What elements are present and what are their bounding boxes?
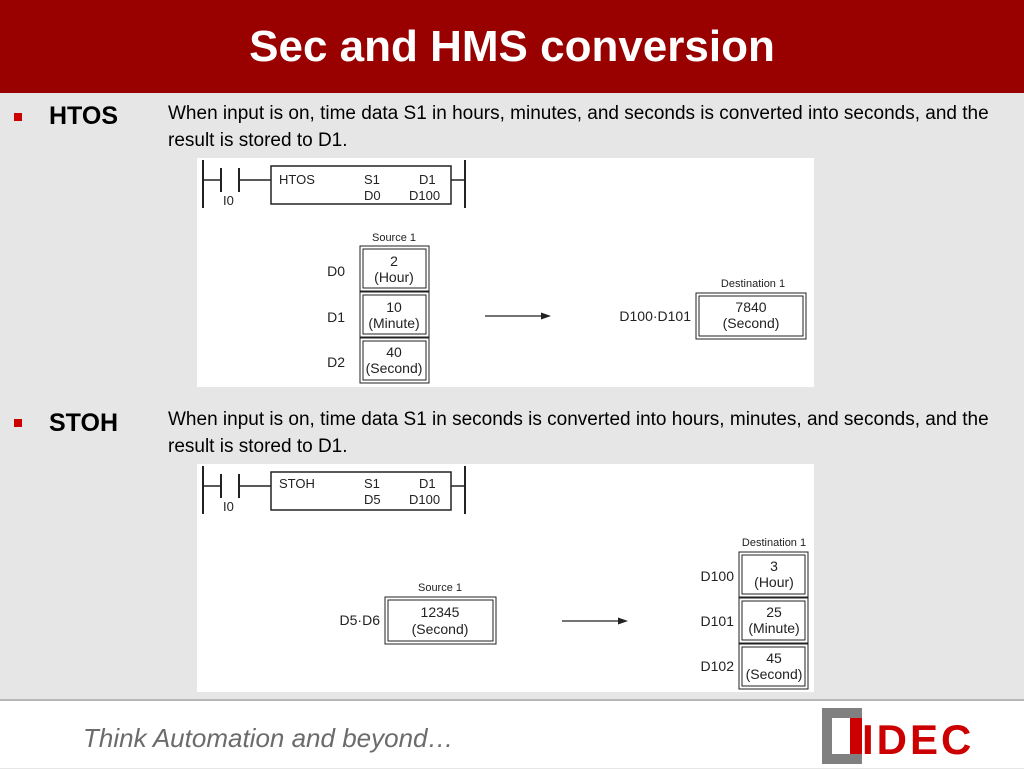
stoh-ladder-s1-value: D5 [364, 492, 381, 507]
htos-destination-title: Destination 1 [721, 278, 785, 290]
svg-text:3: 3 [770, 558, 778, 574]
stoh-arrow-icon [562, 617, 628, 625]
svg-text:D0: D0 [327, 263, 345, 279]
htos-destination-row: D100·D101 7840 (Second) [619, 292, 807, 340]
svg-text:D1: D1 [327, 309, 345, 325]
svg-text:(Second): (Second) [723, 315, 780, 331]
svg-text:45: 45 [766, 650, 782, 666]
bullet-square-icon [14, 113, 22, 121]
stoh-destination-row: D100 3 (Hour) [701, 551, 809, 598]
svg-text:2: 2 [390, 253, 398, 269]
stoh-ladder: I0 STOH S1 D1 D5 D100 [202, 466, 466, 514]
footer-tagline: Think Automation and beyond… [83, 723, 454, 753]
svg-text:(Second): (Second) [366, 360, 423, 376]
stoh-destination-title: Destination 1 [742, 537, 806, 549]
htos-ladder-instruction: HTOS [279, 172, 315, 187]
svg-text:D102: D102 [701, 658, 735, 674]
section-description-stoh: When input is on, time data S1 in second… [168, 409, 989, 457]
htos-source-row: D2 40 (Second) [327, 337, 430, 384]
stoh-ladder-instruction: STOH [279, 476, 315, 491]
svg-text:7840: 7840 [735, 299, 766, 315]
htos-ladder-s1-header: S1 [364, 172, 380, 187]
title-bar [0, 0, 1024, 93]
htos-ladder-d1-value: D100 [409, 188, 440, 203]
svg-text:(Minute): (Minute) [748, 620, 799, 636]
stoh-ladder-input: I0 [223, 499, 234, 514]
stoh-source-row: D5·D6 12345 (Second) [340, 596, 497, 645]
htos-ladder: I0 HTOS S1 D1 D0 D100 [202, 160, 466, 208]
section-label-stoh: STOH [49, 409, 118, 437]
svg-text:40: 40 [386, 344, 402, 360]
svg-text:(Minute): (Minute) [368, 315, 419, 331]
stoh-ladder-s1-header: S1 [364, 476, 380, 491]
svg-text:25: 25 [766, 604, 782, 620]
svg-text:(Hour): (Hour) [754, 574, 794, 590]
stoh-diagram: I0 STOH S1 D1 D5 D100 Source 1 D5·D6 123… [197, 464, 814, 692]
idec-logo: IDEC [822, 708, 982, 764]
svg-text:12345: 12345 [421, 604, 460, 620]
htos-ladder-input: I0 [223, 193, 234, 208]
htos-source-row: D1 10 (Minute) [327, 291, 430, 338]
idec-logo-mark-icon [822, 708, 862, 764]
slide-title: Sec and HMS conversion [249, 22, 775, 71]
svg-text:D2: D2 [327, 354, 345, 370]
svg-text:(Hour): (Hour) [374, 269, 414, 285]
htos-diagram: I0 HTOS S1 D1 D0 D100 Source 1 D0 2 (Hou… [197, 158, 814, 387]
svg-text:D100: D100 [701, 568, 735, 584]
bullet-square-icon [14, 419, 22, 427]
svg-text:(Second): (Second) [746, 666, 803, 682]
htos-ladder-s1-value: D0 [364, 188, 381, 203]
idec-logo-text: IDEC [862, 716, 974, 763]
svg-text:D101: D101 [701, 613, 735, 629]
footer-divider [0, 699, 1024, 701]
section-description-htos: When input is on, time data S1 in hours,… [168, 103, 989, 151]
svg-text:(Second): (Second) [412, 621, 469, 637]
stoh-ladder-d1-header: D1 [419, 476, 436, 491]
svg-text:10: 10 [386, 299, 402, 315]
stoh-source-title: Source 1 [418, 582, 462, 594]
stoh-destination-row: D101 25 (Minute) [701, 597, 809, 644]
htos-source-row: D0 2 (Hour) [327, 245, 430, 292]
htos-ladder-d1-header: D1 [419, 172, 436, 187]
svg-text:D100·D101: D100·D101 [619, 308, 691, 324]
svg-text:D5·D6: D5·D6 [340, 612, 381, 628]
section-label-htos: HTOS [49, 102, 118, 130]
stoh-ladder-d1-value: D100 [409, 492, 440, 507]
stoh-destination-row: D102 45 (Second) [701, 643, 809, 690]
htos-source-title: Source 1 [372, 232, 416, 244]
htos-arrow-icon [485, 312, 551, 320]
